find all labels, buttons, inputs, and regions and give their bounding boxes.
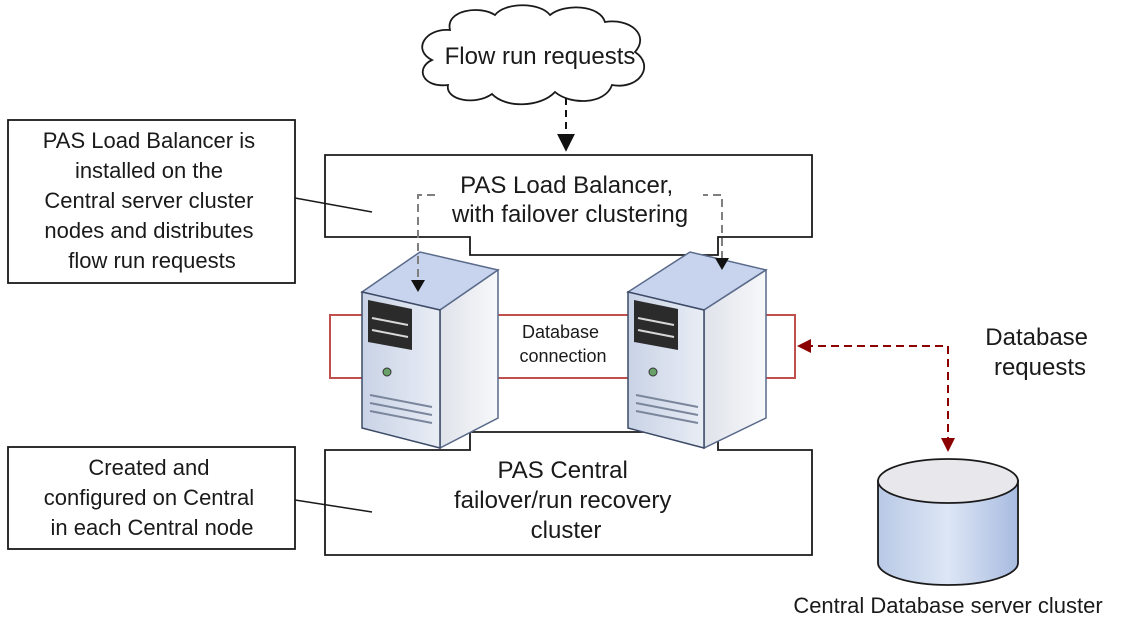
load-balancer-callout-box: [7, 119, 296, 284]
database-connection-label: Database connection: [519, 322, 606, 366]
central-cluster-label: PAS Central failover/run recovery cluste…: [454, 457, 678, 544]
database-requests-arrowhead-down: [941, 438, 955, 452]
database-requests-arrowhead-left: [797, 339, 811, 353]
distribution-arrowhead-right: [715, 258, 729, 270]
central-callout-text: Created and configured on Central in eac…: [44, 455, 260, 540]
load-balancer-callout-text: PAS Load Balancer is installed on the Ce…: [43, 128, 262, 273]
load-balancer-label-bg: [438, 168, 703, 228]
load-balancer-callout-pointer: [294, 197, 373, 213]
database-requests-label: Database requests: [985, 324, 1094, 381]
database-connection-ring: [329, 314, 796, 379]
database-label: Central Database server cluster: [793, 593, 1102, 618]
cloud-label: Flow run requests: [445, 43, 636, 70]
load-balancer-label: PAS Load Balancer, with failover cluster…: [451, 172, 688, 228]
database-requests-connector: [805, 345, 949, 443]
distribution-arrowhead-left: [411, 280, 425, 292]
central-callout-pointer: [294, 499, 373, 513]
central-callout-box: [7, 446, 296, 550]
server-icon: [360, 251, 500, 450]
flow-run-requests-cloud: Flow run requests: [421, 4, 646, 106]
central-cluster-frame: [324, 431, 813, 556]
server-icon: [626, 251, 768, 450]
database-cylinder-icon: [877, 458, 1019, 586]
cloud-shape: [421, 4, 646, 106]
